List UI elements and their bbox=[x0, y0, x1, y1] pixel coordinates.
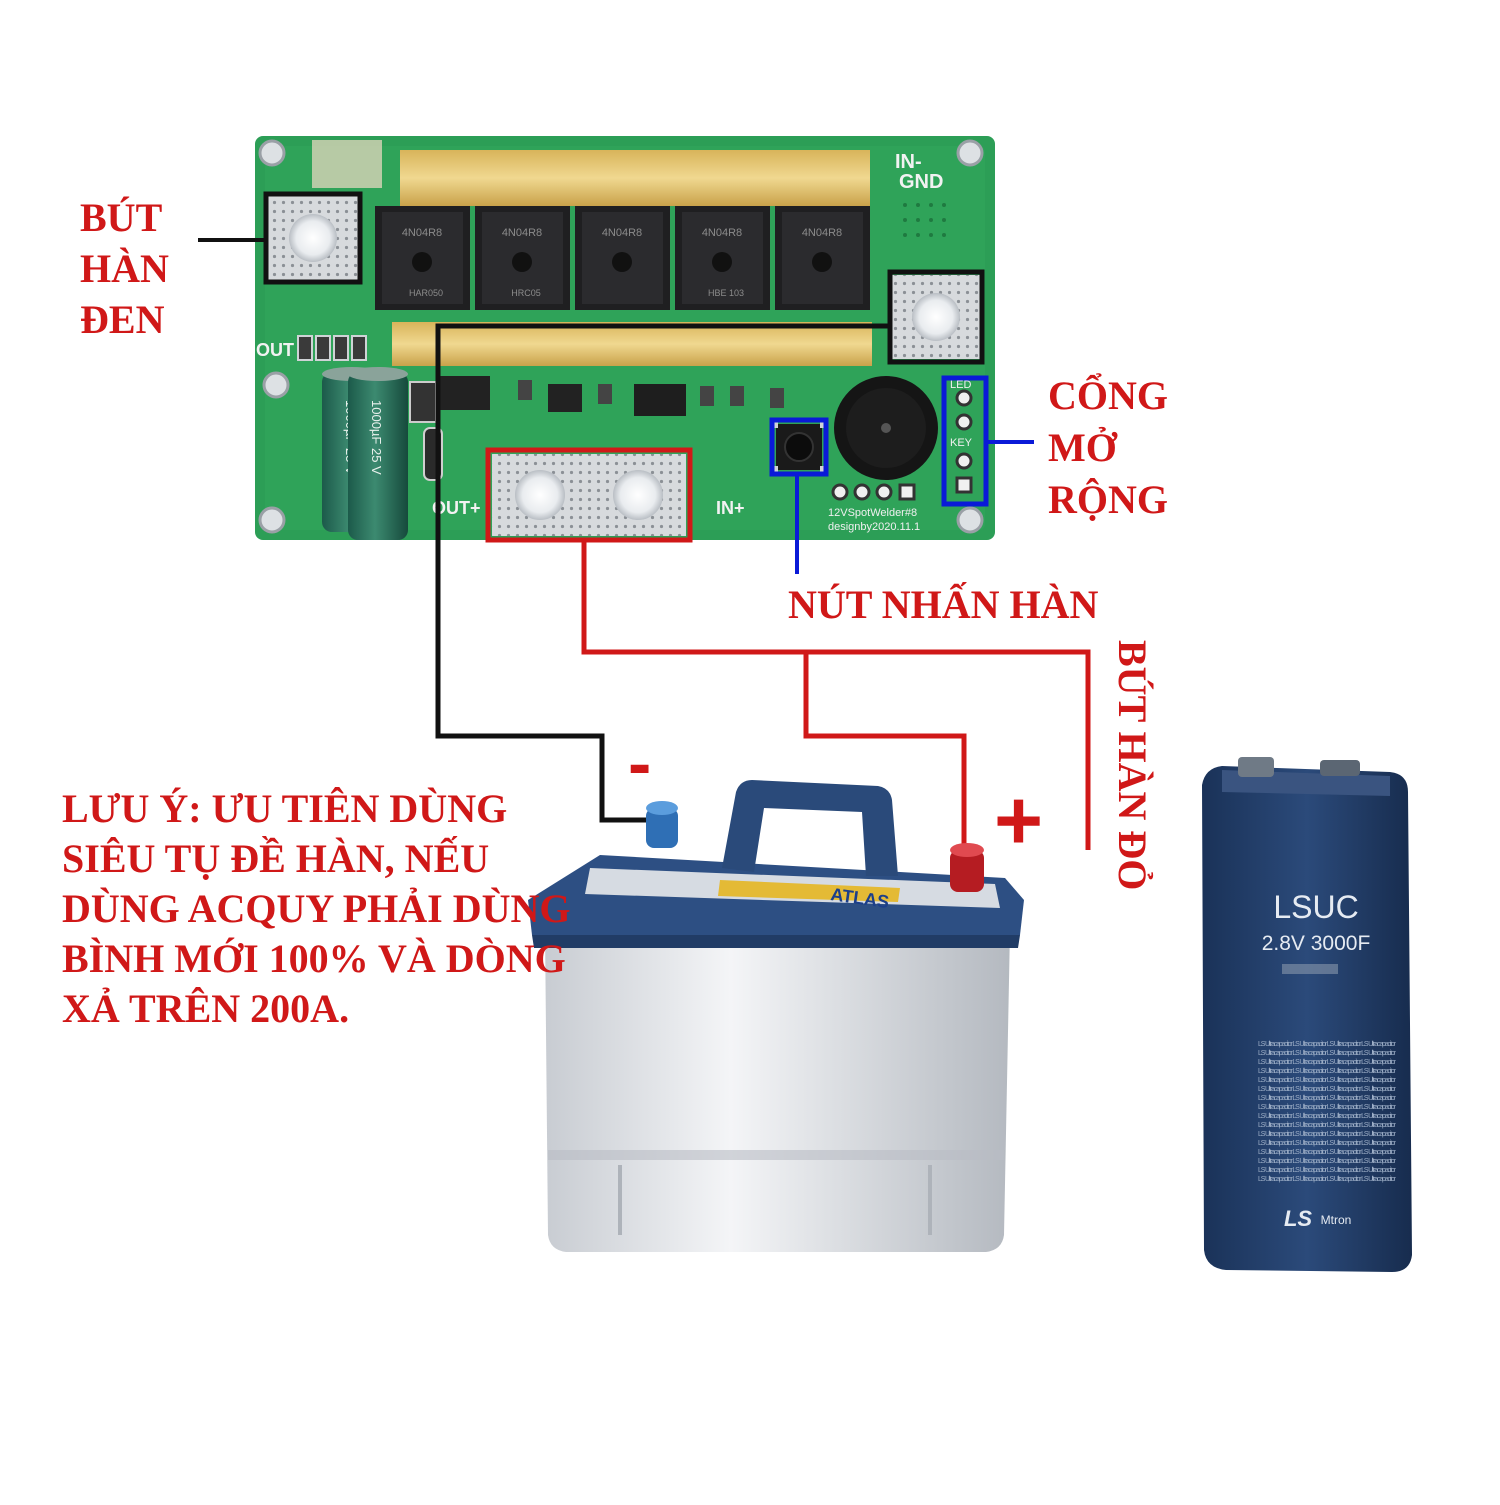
smd-pads bbox=[297, 335, 367, 361]
supercap-pattern-line: LS Ultracapacitor LS Ultracapacitor LS U… bbox=[1258, 1149, 1397, 1156]
copper-bar-top bbox=[400, 150, 870, 206]
out-plus-highlight bbox=[485, 447, 693, 543]
silk-in-plus: IN+ bbox=[716, 498, 745, 518]
mount-hole bbox=[258, 506, 286, 534]
supercap-pattern-line: LS Ultracapacitor LS Ultracapacitor LS U… bbox=[1258, 1104, 1397, 1111]
supercap-pattern-line: LS Ultracapacitor LS Ultracapacitor LS U… bbox=[1258, 1068, 1397, 1075]
mount-hole bbox=[258, 139, 286, 167]
via-grid bbox=[903, 203, 946, 237]
mosfet: 4N04R8 HRC05 bbox=[475, 206, 570, 310]
supercap-maker: LS bbox=[1284, 1206, 1312, 1231]
supercap-pattern-line: LS Ultracapacitor LS Ultracapacitor LS U… bbox=[1258, 1131, 1397, 1138]
mosfet: 4N04R8 HBE 103 bbox=[675, 206, 770, 310]
silk-led: LED bbox=[950, 379, 971, 391]
out-plus-pads bbox=[492, 454, 686, 536]
supercap-pattern-line: LS Ultracapacitor LS Ultracapacitor LS U… bbox=[1258, 1077, 1397, 1084]
supercapacitor: LSUC 2.8V 3000F LS Ultracapacitor LS Ult… bbox=[1202, 757, 1412, 1272]
black-pen-pad bbox=[268, 196, 358, 280]
supercap-spec: 2.8V 3000F bbox=[1262, 932, 1371, 955]
mosfet-code: HRC05 bbox=[511, 288, 541, 298]
positive-symbol: + bbox=[994, 773, 1044, 867]
red-pen-label: BÚT HÀN ĐỎ bbox=[1110, 640, 1155, 891]
smd-components bbox=[409, 376, 784, 481]
supercap-pattern-line: LS Ultracapacitor LS Ultracapacitor LS U… bbox=[1258, 1041, 1397, 1048]
positive-wire bbox=[803, 652, 967, 850]
warning-note: LƯU Ý: ƯU TIÊN DÙNG SIÊU TỤ ĐỀ HÀN, NẾU … bbox=[62, 786, 571, 1031]
negative-terminal bbox=[646, 801, 678, 848]
in-minus-pad bbox=[892, 275, 980, 359]
silk-out-minus: OUT bbox=[256, 340, 294, 360]
pcb-board: 4N04R8 HAR050 4N04R8 HRC05 4N04R8 bbox=[255, 136, 995, 540]
mosfet-label: 4N04R8 bbox=[502, 227, 542, 239]
mosfet: 4N04R8 bbox=[575, 206, 670, 310]
supercap-pattern-line: LS Ultracapacitor LS Ultracapacitor LS U… bbox=[1258, 1167, 1397, 1174]
mounting-holes bbox=[258, 139, 984, 534]
mosfet-label: 4N04R8 bbox=[702, 227, 742, 239]
mosfet-label: 4N04R8 bbox=[402, 227, 442, 239]
solder-area bbox=[312, 140, 382, 188]
capacitor: 1000µF 25 V bbox=[348, 367, 408, 540]
supercap-brand: LSUC bbox=[1273, 889, 1358, 925]
supercap-pattern-line: LS Ultracapacitor LS Ultracapacitor LS U… bbox=[1258, 1050, 1397, 1057]
black-pen-label: BÚT HÀN ĐEN bbox=[80, 195, 169, 342]
supercap-body bbox=[1202, 766, 1412, 1272]
mosfet: 4N04R8 bbox=[775, 206, 870, 310]
expansion-port-label: CỔNG MỞ RỘNG bbox=[1048, 373, 1168, 522]
expansion-header: LED KEY bbox=[950, 379, 973, 494]
mosfet-row: 4N04R8 HAR050 4N04R8 HRC05 4N04R8 bbox=[375, 206, 870, 310]
battery-handle bbox=[722, 780, 898, 876]
supercap-pattern-line: LS Ultracapacitor LS Ultracapacitor LS U… bbox=[1258, 1158, 1397, 1165]
copper-bar-bottom bbox=[392, 322, 872, 366]
supercap-text-pattern: LS Ultracapacitor LS Ultracapacitor LS U… bbox=[1258, 1041, 1397, 1183]
supercap-pattern-line: LS Ultracapacitor LS Ultracapacitor LS U… bbox=[1258, 1095, 1397, 1102]
supercap-pattern-line: LS Ultracapacitor LS Ultracapacitor LS U… bbox=[1258, 1059, 1397, 1066]
weld-button-label: NÚT NHẤN HÀN bbox=[788, 582, 1099, 627]
mosfet-label: 4N04R8 bbox=[802, 227, 842, 239]
mosfet: 4N04R8 HAR050 bbox=[375, 206, 470, 310]
silk-designer: designby2020.11.1 bbox=[828, 521, 920, 533]
silk-in-minus: IN- bbox=[895, 151, 922, 173]
mosfet-label: 4N04R8 bbox=[602, 227, 642, 239]
negative-symbol: - bbox=[628, 724, 652, 802]
negative-wire bbox=[435, 323, 890, 823]
header-holes bbox=[831, 483, 916, 501]
buzzer bbox=[834, 376, 938, 480]
mosfet-code: HBE 103 bbox=[708, 288, 744, 298]
battery-body bbox=[545, 930, 1010, 1252]
mount-hole bbox=[956, 506, 984, 534]
supercap-pattern-line: LS Ultracapacitor LS Ultracapacitor LS U… bbox=[1258, 1086, 1397, 1093]
mount-hole bbox=[956, 139, 984, 167]
car-battery: ATLAS bbox=[528, 780, 1024, 1252]
in-minus-highlight bbox=[887, 269, 985, 365]
red-pen-wire bbox=[581, 540, 1091, 850]
silk-board-name: 12VSpotWelder#8 bbox=[828, 507, 917, 519]
capacitor-label: 1000µF 25 V bbox=[369, 400, 384, 475]
supercap-pattern-line: LS Ultracapacitor LS Ultracapacitor LS U… bbox=[1258, 1113, 1397, 1120]
mount-hole bbox=[262, 371, 290, 399]
supercap-pattern-line: LS Ultracapacitor LS Ultracapacitor LS U… bbox=[1258, 1176, 1397, 1183]
weld-push-button bbox=[770, 420, 828, 474]
supercap-pattern-line: LS Ultracapacitor LS Ultracapacitor LS U… bbox=[1258, 1140, 1397, 1147]
mosfet-code: HAR050 bbox=[409, 288, 443, 298]
supercap-top-cap bbox=[1238, 757, 1274, 777]
supercap-pattern-line: LS Ultracapacitor LS Ultracapacitor LS U… bbox=[1258, 1122, 1397, 1129]
silk-key: KEY bbox=[950, 437, 973, 449]
silk-gnd: GND bbox=[899, 171, 943, 193]
positive-terminal bbox=[950, 843, 984, 892]
supercap-maker-sub: Mtron bbox=[1321, 1213, 1352, 1227]
silk-out-plus: OUT+ bbox=[432, 498, 481, 518]
